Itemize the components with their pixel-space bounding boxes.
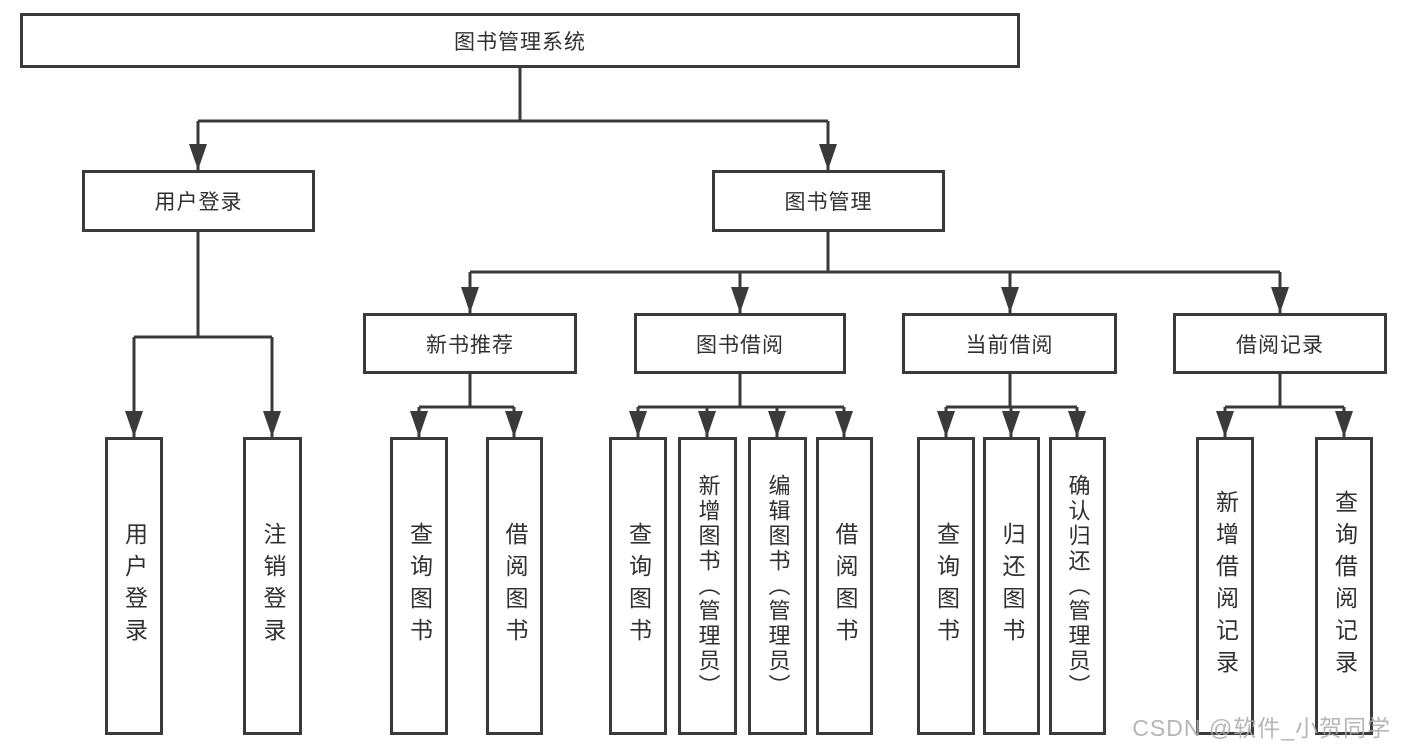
leaf-confirm-return-admin: 确认归还（管理员） — [1049, 437, 1106, 735]
leaf-query-borrow-record: 查询借阅记录 — [1315, 437, 1373, 735]
leaf-query-books-recommend: 查询图书 — [390, 437, 448, 735]
node-book-borrowing: 图书借阅 — [634, 313, 846, 374]
node-current-borrowing: 当前借阅 — [902, 313, 1117, 374]
leaf-edit-books-admin: 编辑图书（管理员） — [748, 437, 807, 735]
node-library-system: 图书管理系统 — [20, 13, 1020, 68]
watermark-text: CSDN @软件_小贺同学 — [1132, 715, 1391, 741]
node-book-management-module: 图书管理 — [712, 170, 945, 232]
leaf-add-books-admin: 新增图书（管理员） — [678, 437, 737, 735]
leaf-return-books: 归还图书 — [983, 437, 1040, 735]
node-new-book-recommendation: 新书推荐 — [363, 313, 577, 374]
leaf-borrow-books-recommend: 借阅图书 — [486, 437, 543, 735]
node-user-login-module: 用户登录 — [82, 170, 315, 232]
leaf-query-books-current: 查询图书 — [917, 437, 975, 735]
arrowheads — [125, 144, 1353, 437]
leaf-user-login: 用户登录 — [105, 437, 163, 735]
leaf-logout: 注销登录 — [243, 437, 302, 735]
leaf-borrow-books-borrowing: 借阅图书 — [816, 437, 873, 735]
leaf-query-books-borrowing: 查询图书 — [609, 437, 667, 735]
node-borrowing-records: 借阅记录 — [1173, 313, 1387, 374]
leaf-add-borrow-record: 新增借阅记录 — [1196, 437, 1254, 735]
